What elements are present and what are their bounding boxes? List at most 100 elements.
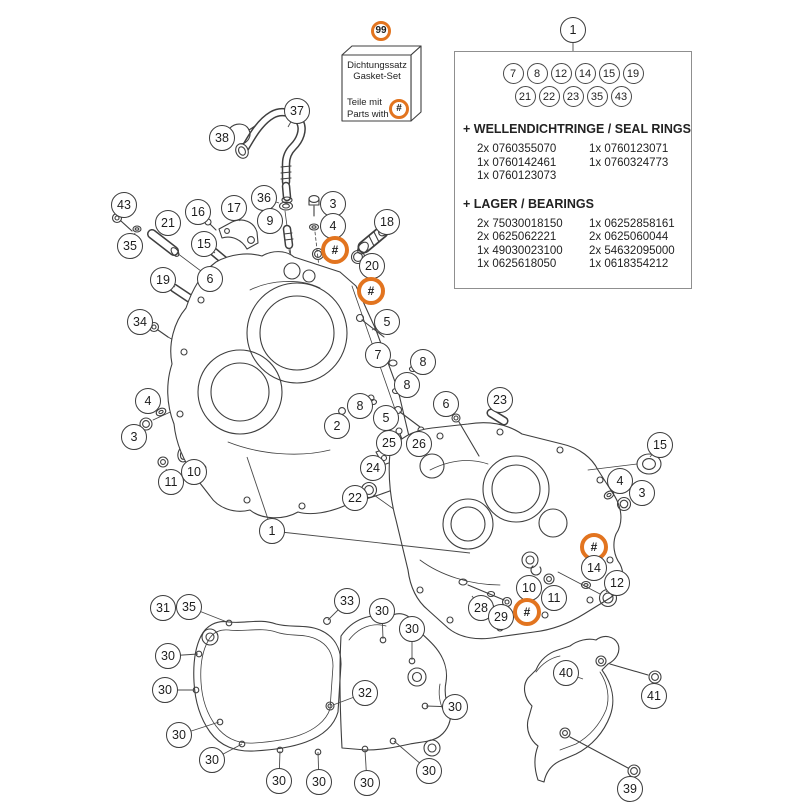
leader-line-41: [652, 683, 655, 697]
legend-ref-19: 19: [622, 63, 644, 84]
leader-line-38: [221, 137, 234, 142]
leader-line-43: [119, 204, 125, 217]
legend-ref-43: 43: [610, 86, 632, 107]
leader-line-10: [528, 576, 535, 589]
leader-line-30: [364, 749, 368, 784]
leader-line-36: [263, 197, 280, 204]
leader-line-2: [336, 413, 342, 427]
gasket-box-note-en: Parts with: [347, 108, 389, 120]
legend-ref-7: 7: [502, 63, 524, 84]
leader-line-24: [372, 460, 384, 469]
leader-line-22: [354, 493, 365, 499]
leader-line-17: [233, 207, 241, 222]
leader-line-30: [317, 751, 320, 783]
part-number: 1x 0760123073: [477, 170, 557, 182]
leader-line-9: [269, 220, 282, 228]
right-crankcase-drawing: [388, 422, 624, 640]
leader-line-5: [385, 411, 396, 419]
leader-line-4: [319, 225, 334, 228]
leader-line-40: [565, 672, 584, 680]
legend-ref-12: 12: [550, 63, 572, 84]
leader-line-21: [162, 222, 169, 236]
leader-line-18: [379, 221, 388, 232]
part-number: 1x 49030023100: [477, 244, 563, 257]
gasket-box-note-de: Teile mit: [347, 97, 382, 108]
legend-ref-15: 15: [598, 63, 620, 84]
leader-line-30: [381, 610, 384, 640]
part-number: 1x 0760123071: [589, 143, 669, 155]
legend-ref-8: 8: [526, 63, 548, 84]
gasket-set-box-drawing: [341, 45, 422, 122]
leader-line-16: [197, 211, 207, 220]
leader-line-8: [398, 384, 408, 391]
leader-line-39: [629, 776, 636, 790]
leader-line-3: [133, 429, 143, 438]
leader-line-15: [649, 444, 661, 458]
legend-ref-23: 23: [562, 86, 584, 107]
leader-line-33: [327, 600, 348, 621]
leader-line-30: [278, 750, 281, 782]
leader-line-6: [445, 403, 454, 415]
legend-ref-21: 21: [514, 86, 536, 107]
leader-line-37: [287, 110, 298, 128]
leader-line-7: [377, 354, 390, 362]
leader-line-28: [471, 595, 482, 609]
leader-line-1: [271, 530, 471, 554]
leader-line-30: [178, 721, 220, 736]
legend-ref-22: 22: [538, 86, 560, 107]
leader-line-12: [605, 582, 618, 593]
part-number: 2x 0760355070: [477, 143, 557, 155]
leader-line-1: [246, 456, 273, 532]
leader-line-3: [320, 202, 334, 205]
leader-line-15: [203, 243, 216, 254]
leader-line-30: [393, 740, 430, 772]
part-number: 1x 06252858161: [589, 217, 675, 230]
leader-line-14: [588, 567, 595, 581]
leader-line-30: [425, 705, 456, 708]
right-parts-drawing: [451, 408, 662, 608]
leader-line-4: [611, 480, 621, 491]
part-number: 2x 75030018150: [477, 217, 563, 230]
legend-ref-14: 14: [574, 63, 596, 84]
leader-line-29: [492, 604, 502, 618]
leader-line-32: [332, 692, 366, 706]
leader-line-30: [167, 653, 199, 657]
leader-line-8: [359, 402, 371, 407]
leader-line-11: [549, 585, 555, 599]
legend-section-title: + LAGER / BEARINGS: [463, 196, 594, 211]
gasket-box-title-en: Gasket-Set: [353, 71, 401, 82]
leader-line-20: [363, 259, 373, 267]
leader-line-3: [630, 492, 643, 501]
gasket-box-title: Dichtungssatz Gasket-Set: [343, 60, 411, 82]
part-number: 1x 0625618050: [477, 258, 557, 270]
leader-line-10: [187, 460, 195, 473]
part-number: 2x 54632095000: [589, 244, 675, 257]
leader-line-11: [165, 468, 172, 483]
left-gasket-drawing: [193, 620, 342, 752]
gasket-box-note: Teile mit Parts with: [347, 97, 397, 120]
leader-line-5: [371, 321, 388, 331]
legend-ref-35: 35: [586, 86, 608, 107]
leader-line-35: [188, 606, 228, 623]
leader-line-4: [147, 400, 159, 410]
leader-line-19: [162, 279, 176, 288]
leader-line-35: [129, 232, 136, 247]
leader-line-30: [211, 743, 243, 761]
part-number: 2x 0625062221: [477, 231, 557, 243]
leader-line-8: [415, 361, 424, 368]
leader-line-34: [139, 321, 153, 328]
clutch-cover-drawing: [523, 635, 662, 783]
gasket-box-title-de: Dichtungssatz: [347, 60, 407, 71]
leader-line-23: [496, 399, 501, 412]
